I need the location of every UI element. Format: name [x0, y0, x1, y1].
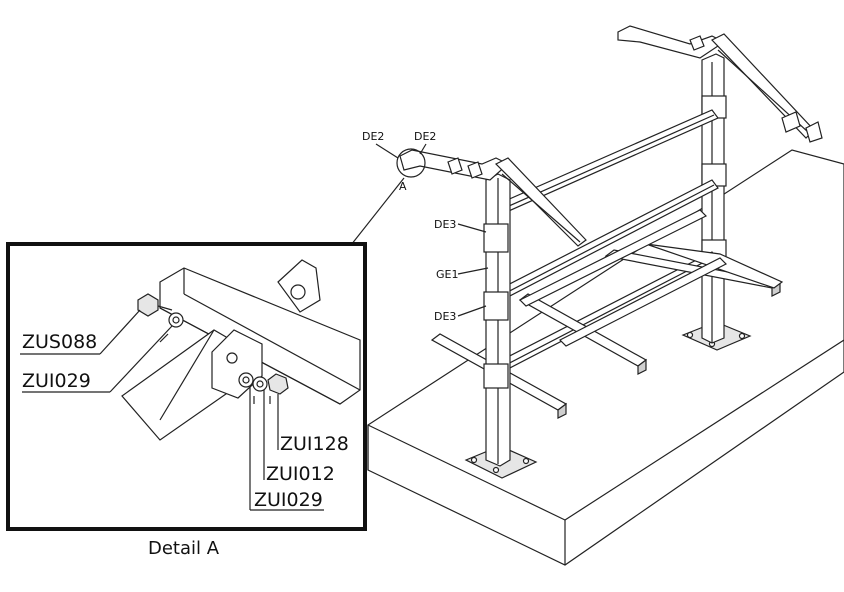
label-zui128: ZUI128	[280, 433, 349, 455]
bracket-de3-lower	[483, 291, 509, 321]
label-de3-lower: DE3	[434, 310, 456, 323]
label-zui029-bottom: ZUI029	[254, 489, 323, 511]
label-zui012: ZUI012	[266, 463, 335, 485]
label-zus088: ZUS088	[22, 331, 97, 353]
rear-stanchion	[701, 53, 727, 344]
top-rail-rear	[617, 25, 823, 143]
label-de2-a: DE2	[362, 130, 384, 143]
top-rail-front	[399, 149, 587, 247]
concrete-slab	[367, 149, 844, 566]
detail-leaders	[20, 309, 324, 511]
label-ge1: GE1	[436, 268, 458, 281]
detail-caption: Detail A	[148, 538, 220, 559]
detail-circle-a	[396, 148, 426, 178]
label-zui029-left: ZUI029	[22, 370, 91, 392]
label-de2-b: DE2	[414, 130, 436, 143]
bracket-de3-upper	[483, 223, 509, 253]
channel-diagonal	[518, 209, 728, 347]
label-a-marker: A	[399, 180, 407, 193]
detail-nut-zui128	[267, 373, 289, 395]
front-stanchion	[483, 173, 511, 467]
detail-a-contents	[121, 259, 361, 441]
label-de3-upper: DE3	[434, 218, 456, 231]
detail-bolt-zus088	[137, 293, 159, 317]
